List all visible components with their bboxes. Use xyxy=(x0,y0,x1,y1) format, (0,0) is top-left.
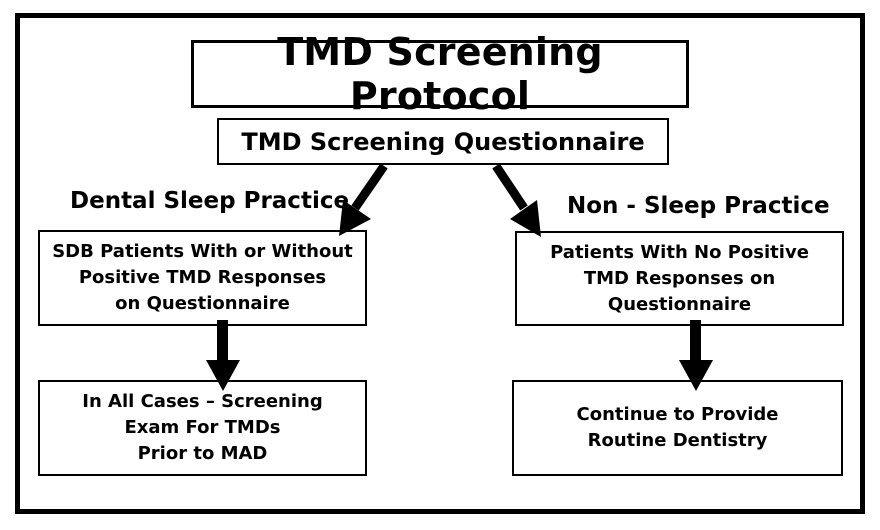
screening-exam-box: In All Cases – Screening Exam For TMDs P… xyxy=(38,380,367,476)
diagram-title-text: TMD Screening Protocol xyxy=(277,30,603,118)
no-positive-responses-text: Patients With No Positive TMD Responses … xyxy=(550,241,809,315)
non-sleep-practice-heading: Non - Sleep Practice xyxy=(567,193,830,219)
questionnaire-text: TMD Screening Questionnaire xyxy=(241,127,645,156)
no-positive-responses-box: Patients With No Positive TMD Responses … xyxy=(515,231,844,326)
sdb-patients-box: SDB Patients With or Without Positive TM… xyxy=(38,230,367,326)
sdb-patients-text: SDB Patients With or Without Positive TM… xyxy=(52,241,353,314)
routine-dentistry-text: Continue to Provide Routine Dentistry xyxy=(576,404,779,451)
screening-exam-text: In All Cases – Screening Exam For TMDs P… xyxy=(82,391,323,464)
questionnaire-box: TMD Screening Questionnaire xyxy=(217,118,669,165)
diagram-title: TMD Screening Protocol xyxy=(191,30,689,118)
routine-dentistry-box: Continue to Provide Routine Dentistry xyxy=(512,380,843,476)
dental-sleep-practice-heading: Dental Sleep Practice xyxy=(70,188,350,214)
